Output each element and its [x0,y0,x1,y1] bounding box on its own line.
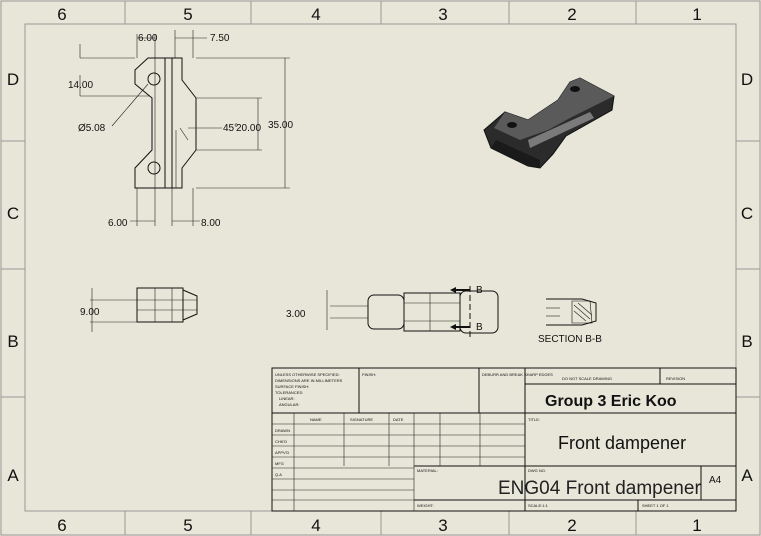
section-marker-bottom: B [476,322,483,333]
section-view: SECTION B-B [538,298,602,345]
dim-14-00: 14.00 [68,80,93,91]
zone-col-top-2: 2 [567,5,576,24]
scale-label: SCALE:1:1 [528,503,549,508]
sheet-size: A4 [709,475,722,486]
top-view: 9.00 [80,287,198,332]
isometric-view [483,77,615,169]
zone-labels: 6 5 4 3 2 1 6 5 4 3 2 1 D C B A D C B A [7,5,753,535]
notes-line-1: UNLESS OTHERWISE SPECIFIED: [275,372,340,377]
dim-45-degrees: 45° [223,123,238,134]
front-view [134,57,197,189]
dwg-no-label: DWG NO. [528,468,546,473]
dim-9-00: 9.00 [80,307,100,318]
zone-col-top-4: 4 [311,5,320,24]
zone-row-left-d: D [7,70,19,89]
zone-col-bottom-1: 1 [692,516,701,535]
zone-row-left-c: C [7,204,19,223]
notes-line-2: DIMENSIONS ARE IN MILLIMETERS [275,378,343,383]
section-label: SECTION B-B [538,334,602,345]
finish-label: FINISH: [362,372,376,377]
zone-row-right-c: C [741,204,753,223]
dim-35-00: 35.00 [268,120,293,131]
zone-col-bottom-3: 3 [438,516,447,535]
revision-label: REVISION [666,376,685,381]
zone-row-right-d: D [741,70,753,89]
row-qa: Q.A [275,472,282,477]
dim-6-00-top: 6.00 [138,33,158,44]
signature-header: SIGNATURE [350,417,373,422]
material-label: MATERIAL: [417,468,438,473]
name-header: NAME [310,417,322,422]
zone-col-bottom-6: 6 [57,516,66,535]
row-mfg: MFG [275,461,284,466]
dim-dia-5-08: Ø5.08 [78,123,106,134]
zone-col-top-3: 3 [438,5,447,24]
notes-line-4: TOLERANCES: [275,390,303,395]
lower-hole [147,161,161,175]
zone-col-top-1: 1 [692,5,701,24]
zone-row-left-a: A [7,466,19,485]
row-approved: APPV'D [275,450,289,455]
dim-7-50: 7.50 [210,33,230,44]
sheet-label: SHEET 1 OF 1 [642,503,669,508]
deburr-label: DEBURR AND BREAK SHARP EDGES [482,372,553,377]
dim-8-00: 8.00 [201,218,221,229]
upper-hole [147,72,161,86]
row-drawn: DRAWN [275,428,290,433]
side-view: 3.00 B B [286,285,499,338]
notes-line-6: ANGULAR: [279,402,299,407]
zone-col-bottom-4: 4 [311,516,320,535]
title-block [271,367,737,512]
row-checked: CHK'D [275,439,287,444]
notes-line-5: LINEAR: [279,396,295,401]
title-label: TITLE: [528,417,540,422]
author-name: Group 3 Eric Koo [545,393,677,410]
dim-20-00: 20.00 [236,123,261,134]
weight-label: WEIGHT: [417,503,434,508]
no-scale-label: DO NOT SCALE DRAWING [562,376,612,381]
dim-3-00: 3.00 [286,309,306,320]
date-header: DATE [393,417,404,422]
zone-col-top-6: 6 [57,5,66,24]
section-marker-top: B [476,285,483,296]
zone-col-bottom-2: 2 [567,516,576,535]
zone-row-left-b: B [7,332,18,351]
notes-line-3: SURFACE FINISH: [275,384,309,389]
front-view-dimensions: 6.00 7.50 14.00 Ø5.08 45° 20.00 35.00 [68,30,293,229]
drawing-title: Front dampener [558,433,686,453]
drawing-number: ENG04 Front dampener [498,478,701,499]
title-block-text: UNLESS OTHERWISE SPECIFIED: DIMENSIONS A… [275,372,722,508]
zone-row-right-b: B [741,332,752,351]
zone-col-top-5: 5 [183,5,192,24]
zone-col-bottom-5: 5 [183,516,192,535]
dim-6-00-bottom: 6.00 [108,218,128,229]
zone-row-right-a: A [741,466,753,485]
